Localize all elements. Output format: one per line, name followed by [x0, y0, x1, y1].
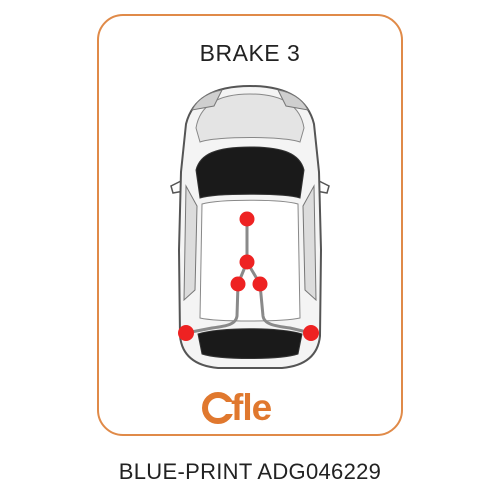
left-side-window — [183, 184, 198, 302]
logo-text: fle — [231, 387, 272, 428]
left-headlight — [191, 89, 223, 111]
windshield — [195, 146, 305, 199]
left-junction-point — [230, 276, 246, 292]
front-cable-point — [239, 211, 255, 227]
right-rear-cable — [258, 282, 313, 335]
cable-points — [178, 211, 319, 341]
right-junction-point — [252, 276, 268, 292]
part-caption: BLUE-PRINT ADG046229 — [118, 459, 382, 484]
cofle-logo: fle — [200, 384, 300, 432]
diagram-title: BRAKE 3 — [199, 40, 301, 66]
right-headlight — [277, 89, 309, 111]
left-rear-cable — [184, 282, 240, 335]
left-rear-wheel-point — [178, 325, 194, 341]
right-rear-wheel-point — [303, 325, 319, 341]
right-side-window — [302, 184, 317, 302]
cofle-logo-icon — [202, 392, 238, 424]
center-cable-point — [239, 254, 255, 270]
rear-window — [197, 328, 303, 359]
